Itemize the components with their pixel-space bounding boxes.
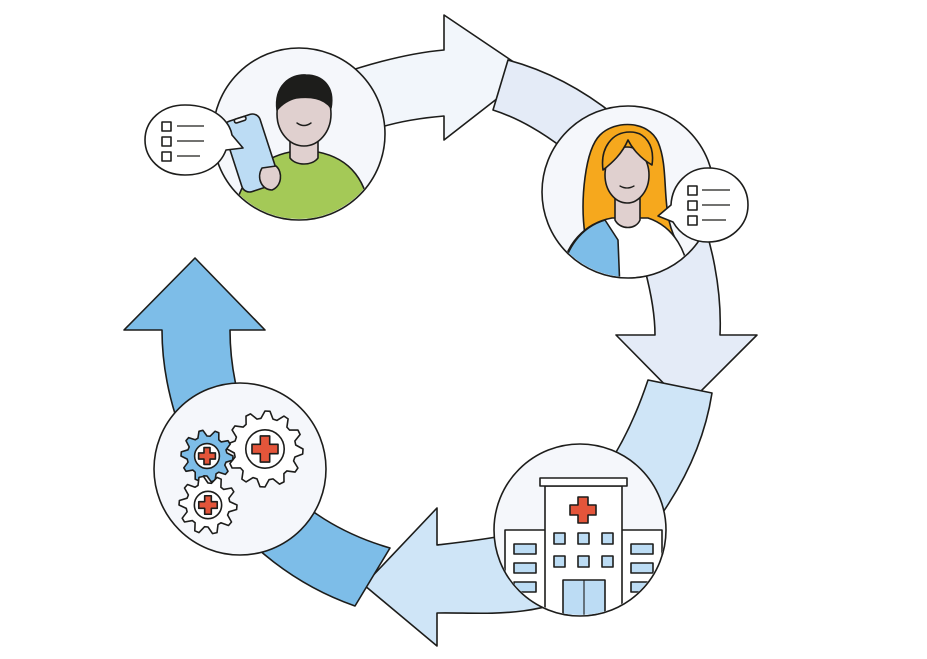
checklist-speech-bubble-right	[657, 167, 749, 243]
checklist-icon	[161, 121, 204, 162]
medium-gear-icon	[178, 475, 238, 535]
checklist-icon	[687, 185, 730, 226]
processes-node	[153, 382, 327, 556]
cycle-arrow-patient-to-clinician	[336, 14, 531, 141]
patient-node	[212, 47, 386, 221]
checklist-speech-bubble-left	[144, 104, 244, 176]
medical-gears-icon	[178, 410, 304, 535]
small-gear-icon	[180, 429, 234, 483]
